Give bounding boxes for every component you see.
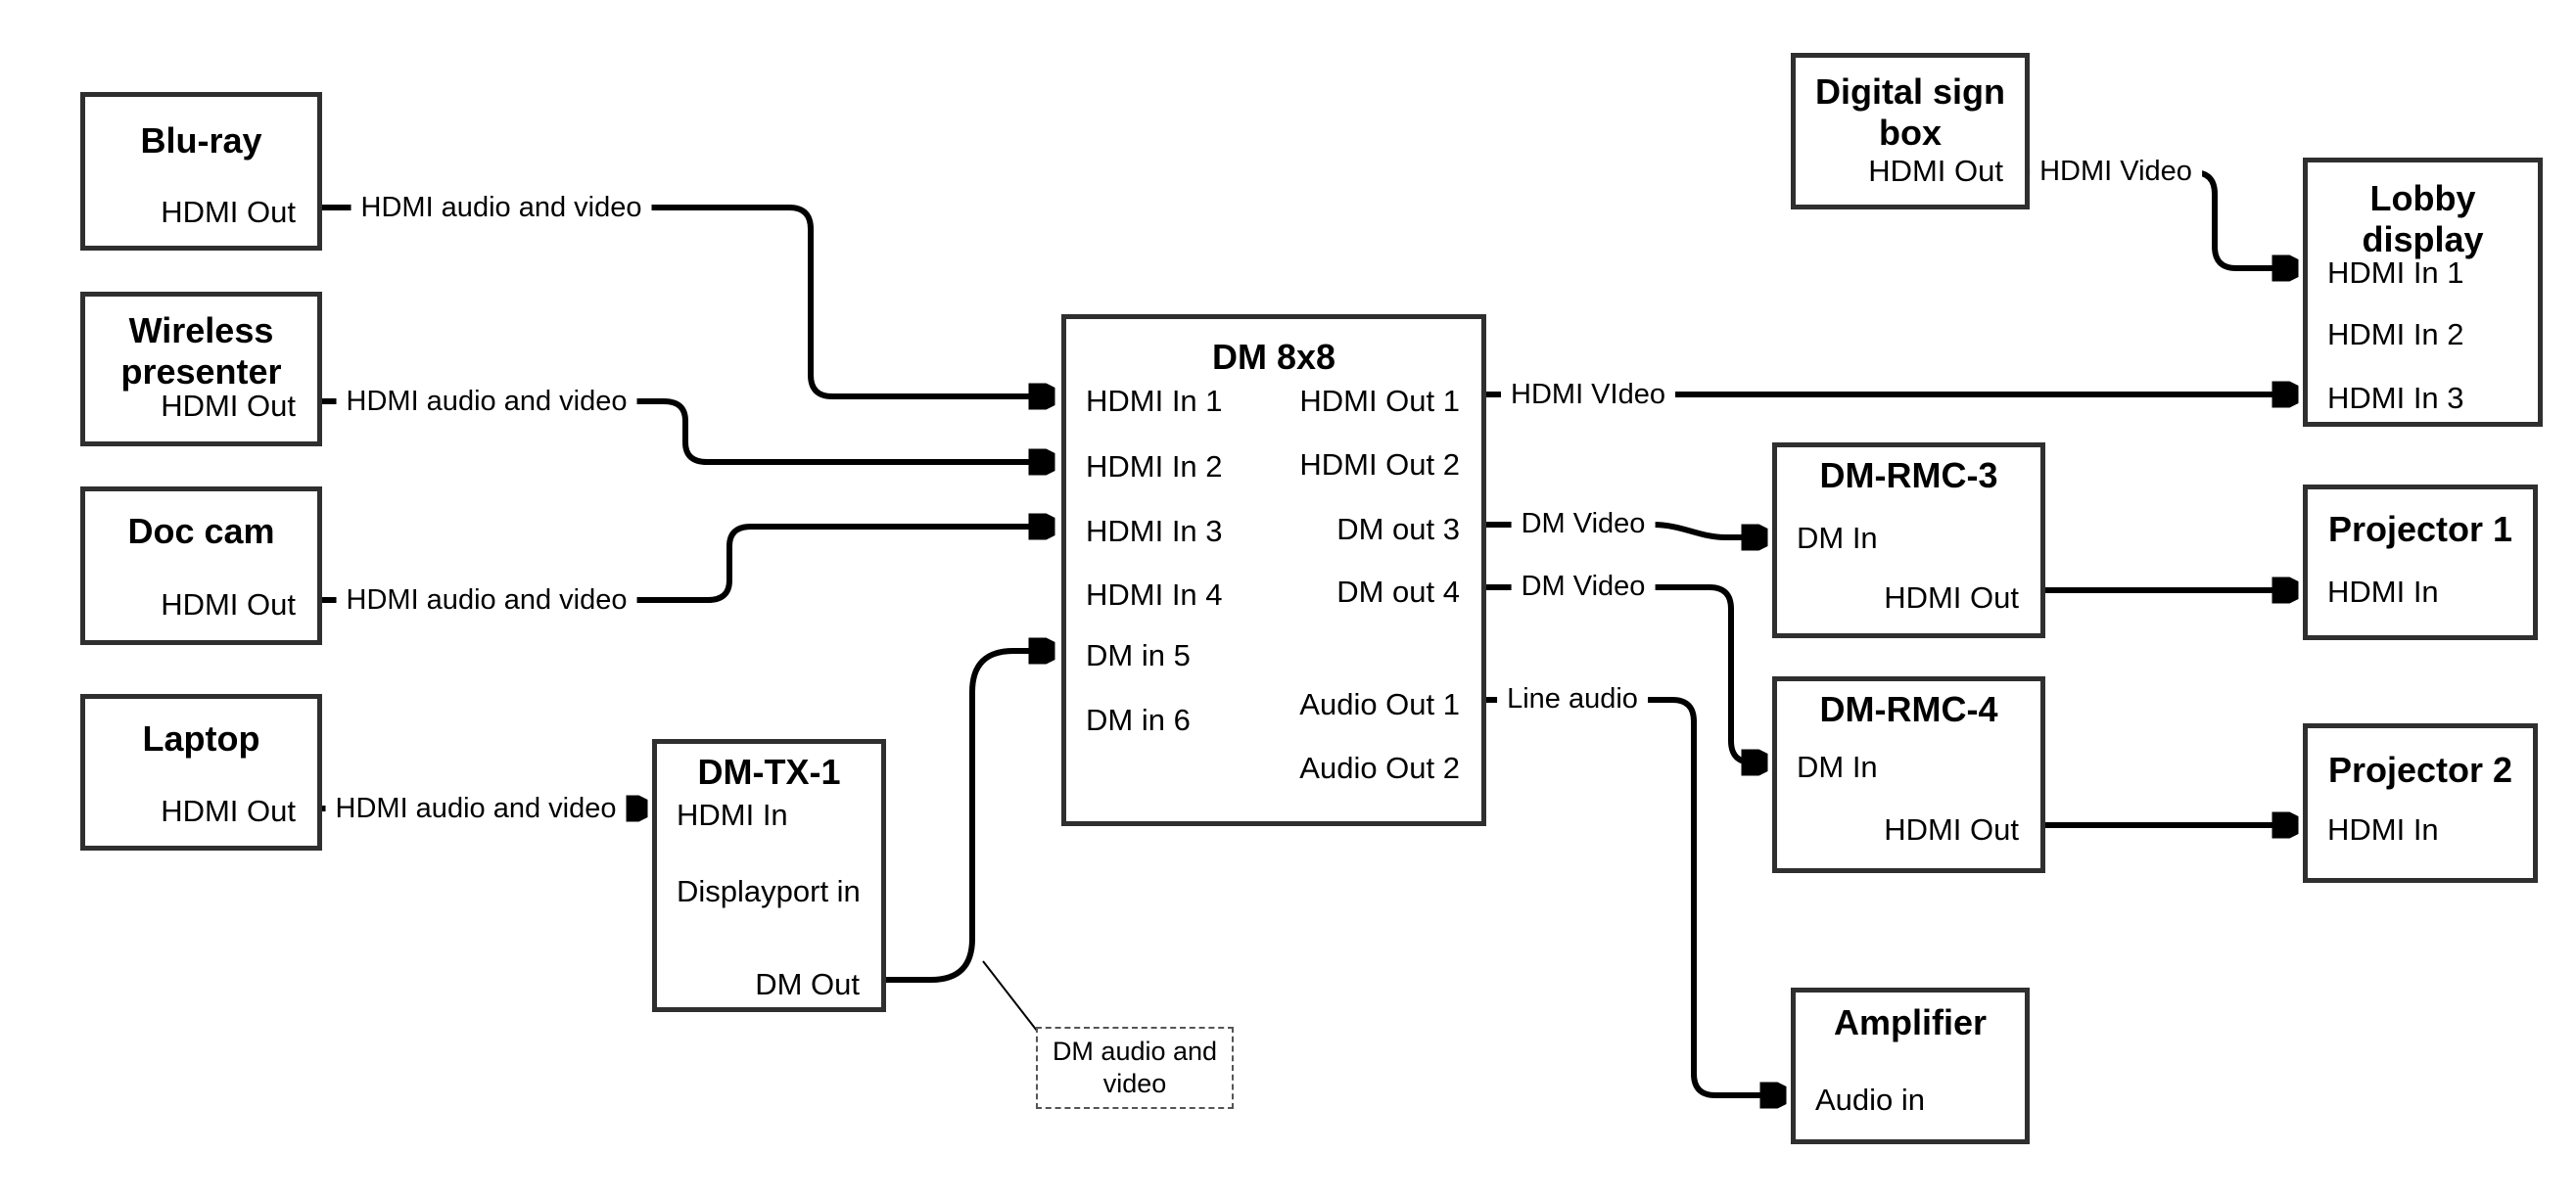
- edge-label-wireless-to-dm8x8: HDMI audio and video: [336, 384, 637, 419]
- port-signbox-hdmi-out: HDMI Out: [1868, 154, 2003, 188]
- node-dm-8x8-title: DM 8x8: [1211, 337, 1336, 377]
- node-laptop: Laptop HDMI Out: [80, 694, 322, 851]
- port-dm8x8-dm-out-4: DM out 4: [1336, 575, 1460, 609]
- port-dmtx1-dm-out: DM Out: [755, 967, 860, 1001]
- edge-label-doccam-to-dm8x8: HDMI audio and video: [336, 582, 637, 618]
- node-dm-8x8: DM 8x8 HDMI In 1 HDMI In 2 HDMI In 3 HDM…: [1061, 314, 1486, 826]
- edge-label-dm8x8-to-rmc3: DM Video: [1511, 506, 1656, 541]
- edge-label-laptop-to-dmtx1: HDMI audio and video: [325, 791, 627, 826]
- edge-dmtx1-to-dm8x8: [886, 651, 1050, 983]
- port-rmc4-dm-in: DM In: [1797, 750, 1878, 784]
- port-dm8x8-hdmi-in-4: HDMI In 4: [1086, 577, 1223, 612]
- edge-label-signbox-to-lobby: HDMI Video: [2030, 154, 2202, 189]
- port-dm8x8-hdmi-in-3: HDMI In 3: [1086, 514, 1223, 548]
- edge-label-bluray-to-dm8x8: HDMI audio and video: [351, 190, 652, 225]
- port-dm8x8-audio-out-1: Audio Out 1: [1299, 687, 1460, 721]
- port-dm8x8-hdmi-in-1: HDMI In 1: [1086, 384, 1223, 418]
- port-dm8x8-hdmi-out-2: HDMI Out 2: [1299, 447, 1460, 482]
- port-laptop-hdmi-out: HDMI Out: [161, 794, 296, 828]
- port-dm8x8-audio-out-2: Audio Out 2: [1299, 751, 1460, 785]
- node-laptop-title: Laptop: [142, 718, 260, 759]
- port-rmc4-hdmi-out: HDMI Out: [1884, 812, 2019, 847]
- node-dm-tx-1-title: DM-TX-1: [697, 752, 841, 792]
- node-bluray: Blu-ray HDMI Out: [80, 92, 322, 251]
- edge-label-dm8x8-to-lobby: HDMI VIdeo: [1501, 377, 1675, 412]
- port-dm8x8-hdmi-in-2: HDMI In 2: [1086, 449, 1223, 484]
- node-bluray-title: Blu-ray: [140, 120, 262, 161]
- port-dm8x8-dm-in-6: DM in 6: [1086, 703, 1191, 737]
- node-dm-tx-1: DM-TX-1 HDMI In Displayport in DM Out: [652, 739, 886, 1012]
- node-projector-2-title: Projector 2: [2327, 750, 2513, 790]
- callout-dm-audio-video-text: DM audio and video: [1052, 1037, 1218, 1098]
- node-digital-sign-box: Digital sign box HDMI Out: [1791, 53, 2030, 209]
- node-lobby-display: Lobby display HDMI In 1 HDMI In 2 HDMI I…: [2303, 158, 2543, 427]
- node-dm-rmc-3: DM-RMC-3 DM In HDMI Out: [1772, 442, 2045, 638]
- port-proj2-hdmi-in: HDMI In: [2327, 812, 2439, 847]
- edge-dm8x8-to-amp: [1486, 697, 1781, 1095]
- callout-dm-audio-video: DM audio and video: [1036, 1027, 1234, 1109]
- node-projector-1-title: Projector 1: [2327, 509, 2513, 549]
- edge-dm8x8-to-rmc4: [1486, 584, 1762, 762]
- node-dm-rmc-4: DM-RMC-4 DM In HDMI Out: [1772, 676, 2045, 873]
- edge-wireless-to-dm8x8: [322, 398, 1050, 462]
- node-lobby-display-title: Lobby display: [2362, 178, 2484, 259]
- node-dm-rmc-3-title: DM-RMC-3: [1819, 455, 1998, 495]
- node-digital-sign-box-title: Digital sign box: [1814, 71, 2005, 153]
- port-proj1-hdmi-in: HDMI In: [2327, 575, 2439, 609]
- port-dm8x8-hdmi-out-1: HDMI Out 1: [1299, 384, 1460, 418]
- node-dm-rmc-4-title: DM-RMC-4: [1819, 689, 1998, 729]
- node-doc-cam: Doc cam HDMI Out: [80, 486, 322, 645]
- port-dmtx1-displayport-in: Displayport in: [677, 874, 861, 908]
- port-lobby-hdmi-in-2: HDMI In 2: [2327, 317, 2464, 351]
- port-rmc3-hdmi-out: HDMI Out: [1884, 580, 2019, 615]
- node-wireless-presenter-title: Wireless presenter: [120, 310, 282, 392]
- node-amplifier-title: Amplifier: [1833, 1002, 1988, 1042]
- port-lobby-hdmi-in-1: HDMI In 1: [2327, 255, 2464, 290]
- port-dmtx1-hdmi-in: HDMI In: [677, 798, 788, 832]
- node-projector-1: Projector 1 HDMI In: [2303, 485, 2538, 640]
- port-rmc3-dm-in: DM In: [1797, 521, 1878, 555]
- port-wireless-hdmi-out: HDMI Out: [161, 389, 296, 423]
- node-wireless-presenter: Wireless presenter HDMI Out: [80, 292, 322, 446]
- edge-doccam-to-dm8x8: [322, 527, 1050, 603]
- callout-leader-line: [982, 960, 1045, 1040]
- node-projector-2: Projector 2 HDMI In: [2303, 723, 2538, 883]
- port-bluray-hdmi-out: HDMI Out: [161, 195, 296, 229]
- node-doc-cam-title: Doc cam: [127, 511, 275, 551]
- port-dm8x8-dm-in-5: DM in 5: [1086, 638, 1191, 672]
- port-amp-audio-in: Audio in: [1815, 1083, 1926, 1117]
- port-doccam-hdmi-out: HDMI Out: [161, 587, 296, 622]
- edge-label-dm8x8-to-rmc4: DM Video: [1511, 569, 1656, 604]
- node-amplifier: Amplifier Audio in: [1791, 988, 2030, 1144]
- edge-bluray-to-dm8x8: [322, 205, 1050, 396]
- edge-label-dm8x8-to-amp: Line audio: [1497, 681, 1648, 716]
- port-lobby-hdmi-in-3: HDMI In 3: [2327, 381, 2464, 415]
- port-dm8x8-dm-out-3: DM out 3: [1336, 512, 1460, 546]
